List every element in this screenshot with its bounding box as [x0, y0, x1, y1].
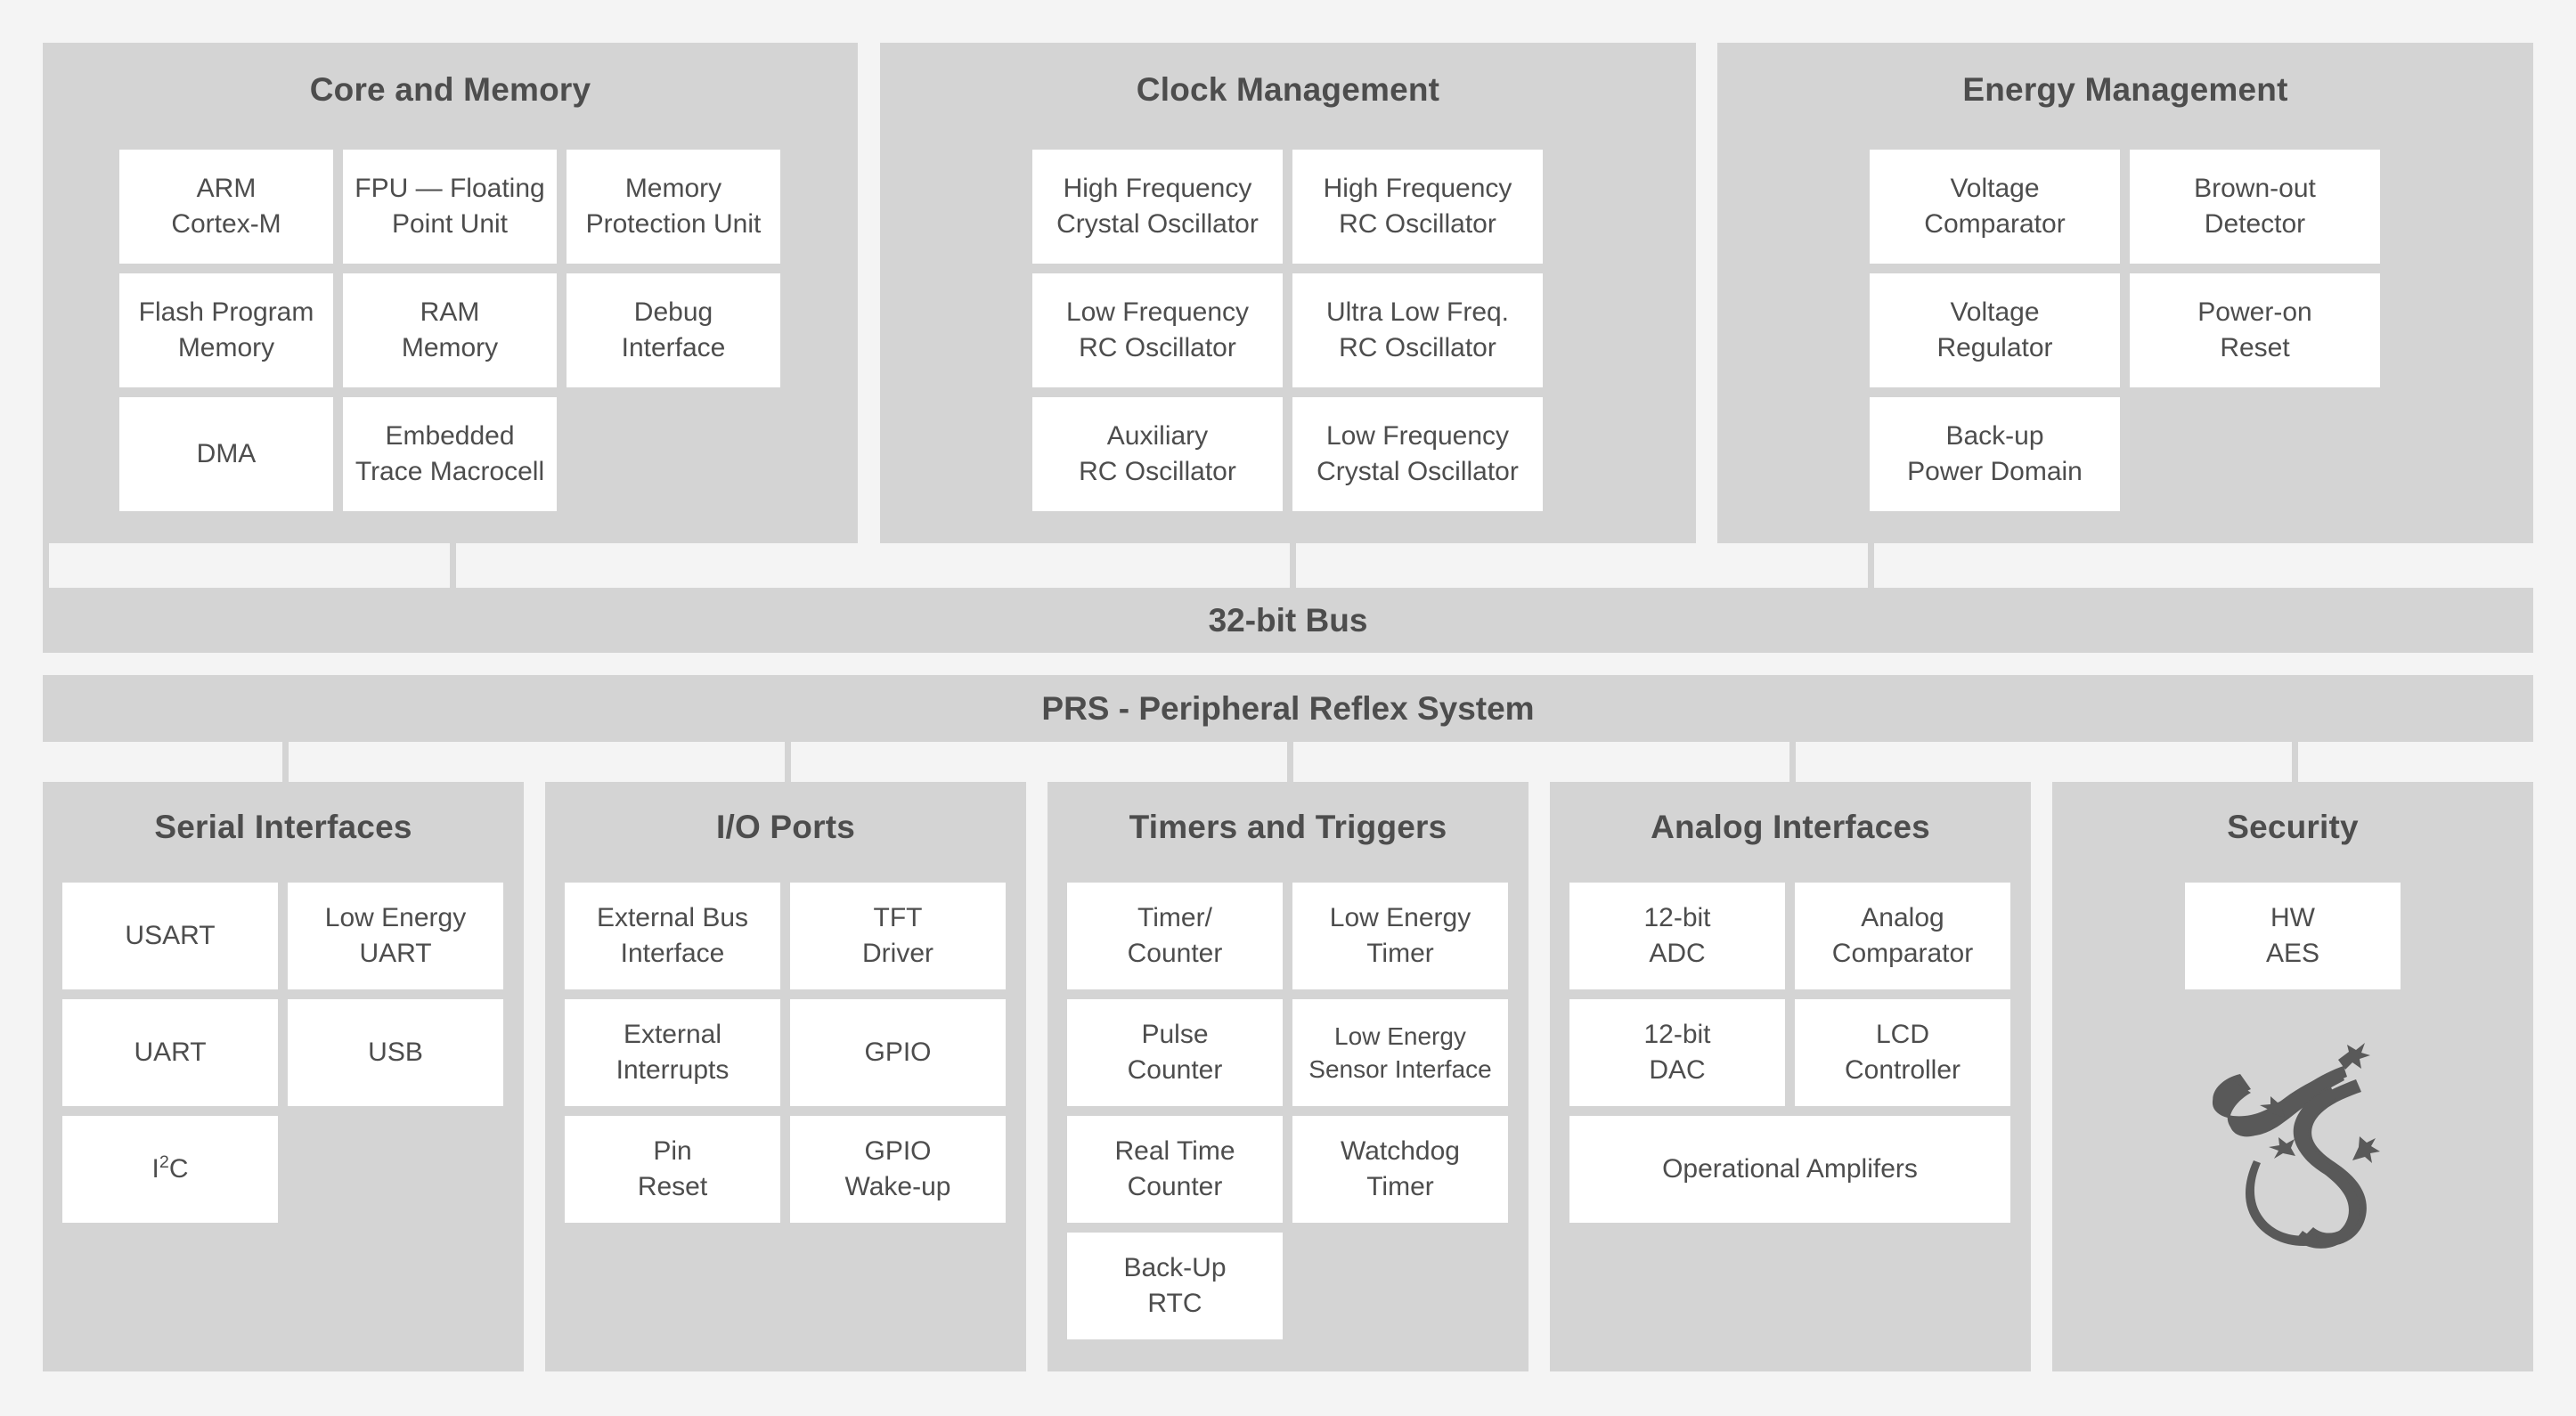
block-usart[interactable]: USART	[62, 883, 278, 989]
section-title-energy-management: Energy Management	[1962, 71, 2288, 108]
connector-prs-security	[2292, 742, 2298, 782]
block-gpio[interactable]: GPIO	[790, 999, 1006, 1106]
section-title-clock-management: Clock Management	[1136, 71, 1440, 108]
bus-32-bit[interactable]: 32-bit Bus	[43, 588, 2533, 653]
connector-prs-serial	[282, 742, 289, 782]
bus-prs[interactable]: PRS - Peripheral Reflex System	[43, 675, 2533, 742]
block-uart[interactable]: UART	[62, 999, 278, 1106]
connector-energy-left	[1868, 543, 1874, 588]
connector-prs-io	[785, 742, 791, 782]
gecko-logo	[2164, 1018, 2422, 1254]
block-ultra-low-freq-rc-oscillator[interactable]: Ultra Low Freq.RC Oscillator	[1292, 273, 1543, 387]
connector-prs-timers	[1287, 742, 1293, 782]
section-title-timers-and-triggers: Timers and Triggers	[1129, 809, 1447, 845]
connector-core-left	[43, 543, 49, 588]
bus-prs-label: PRS - Peripheral Reflex System	[1041, 689, 1535, 727]
block-usb[interactable]: USB	[288, 999, 503, 1106]
block-placeholder	[2130, 397, 2380, 511]
connector-clock-left	[1290, 543, 1296, 588]
block-placeholder	[1292, 1233, 1508, 1339]
block-placeholder	[288, 1116, 503, 1223]
block-timer-counter[interactable]: Timer/Counter	[1067, 883, 1283, 989]
block-placeholder	[567, 397, 780, 511]
section-title-serial-interfaces: Serial Interfaces	[154, 809, 412, 845]
connector-prs-analog	[1789, 742, 1796, 782]
block-i2c-label: I2C	[151, 1152, 189, 1184]
section-title-core-and-memory: Core and Memory	[309, 71, 591, 108]
block-i2c[interactable]: I2C	[62, 1116, 278, 1223]
section-title-analog-interfaces: Analog Interfaces	[1651, 809, 1930, 845]
connector-core-right	[450, 543, 456, 588]
section-timers-and-triggers[interactable]: Timers and Triggers Timer/Counter Low En…	[1048, 782, 1528, 1371]
block-operational-amplifiers[interactable]: Operational Amplifers	[1569, 1116, 2010, 1223]
bus-32-bit-label: 32-bit Bus	[1208, 601, 1368, 639]
section-title-io-ports: I/O Ports	[716, 809, 855, 845]
section-title-security: Security	[2227, 809, 2359, 845]
block-dma[interactable]: DMA	[119, 397, 333, 511]
